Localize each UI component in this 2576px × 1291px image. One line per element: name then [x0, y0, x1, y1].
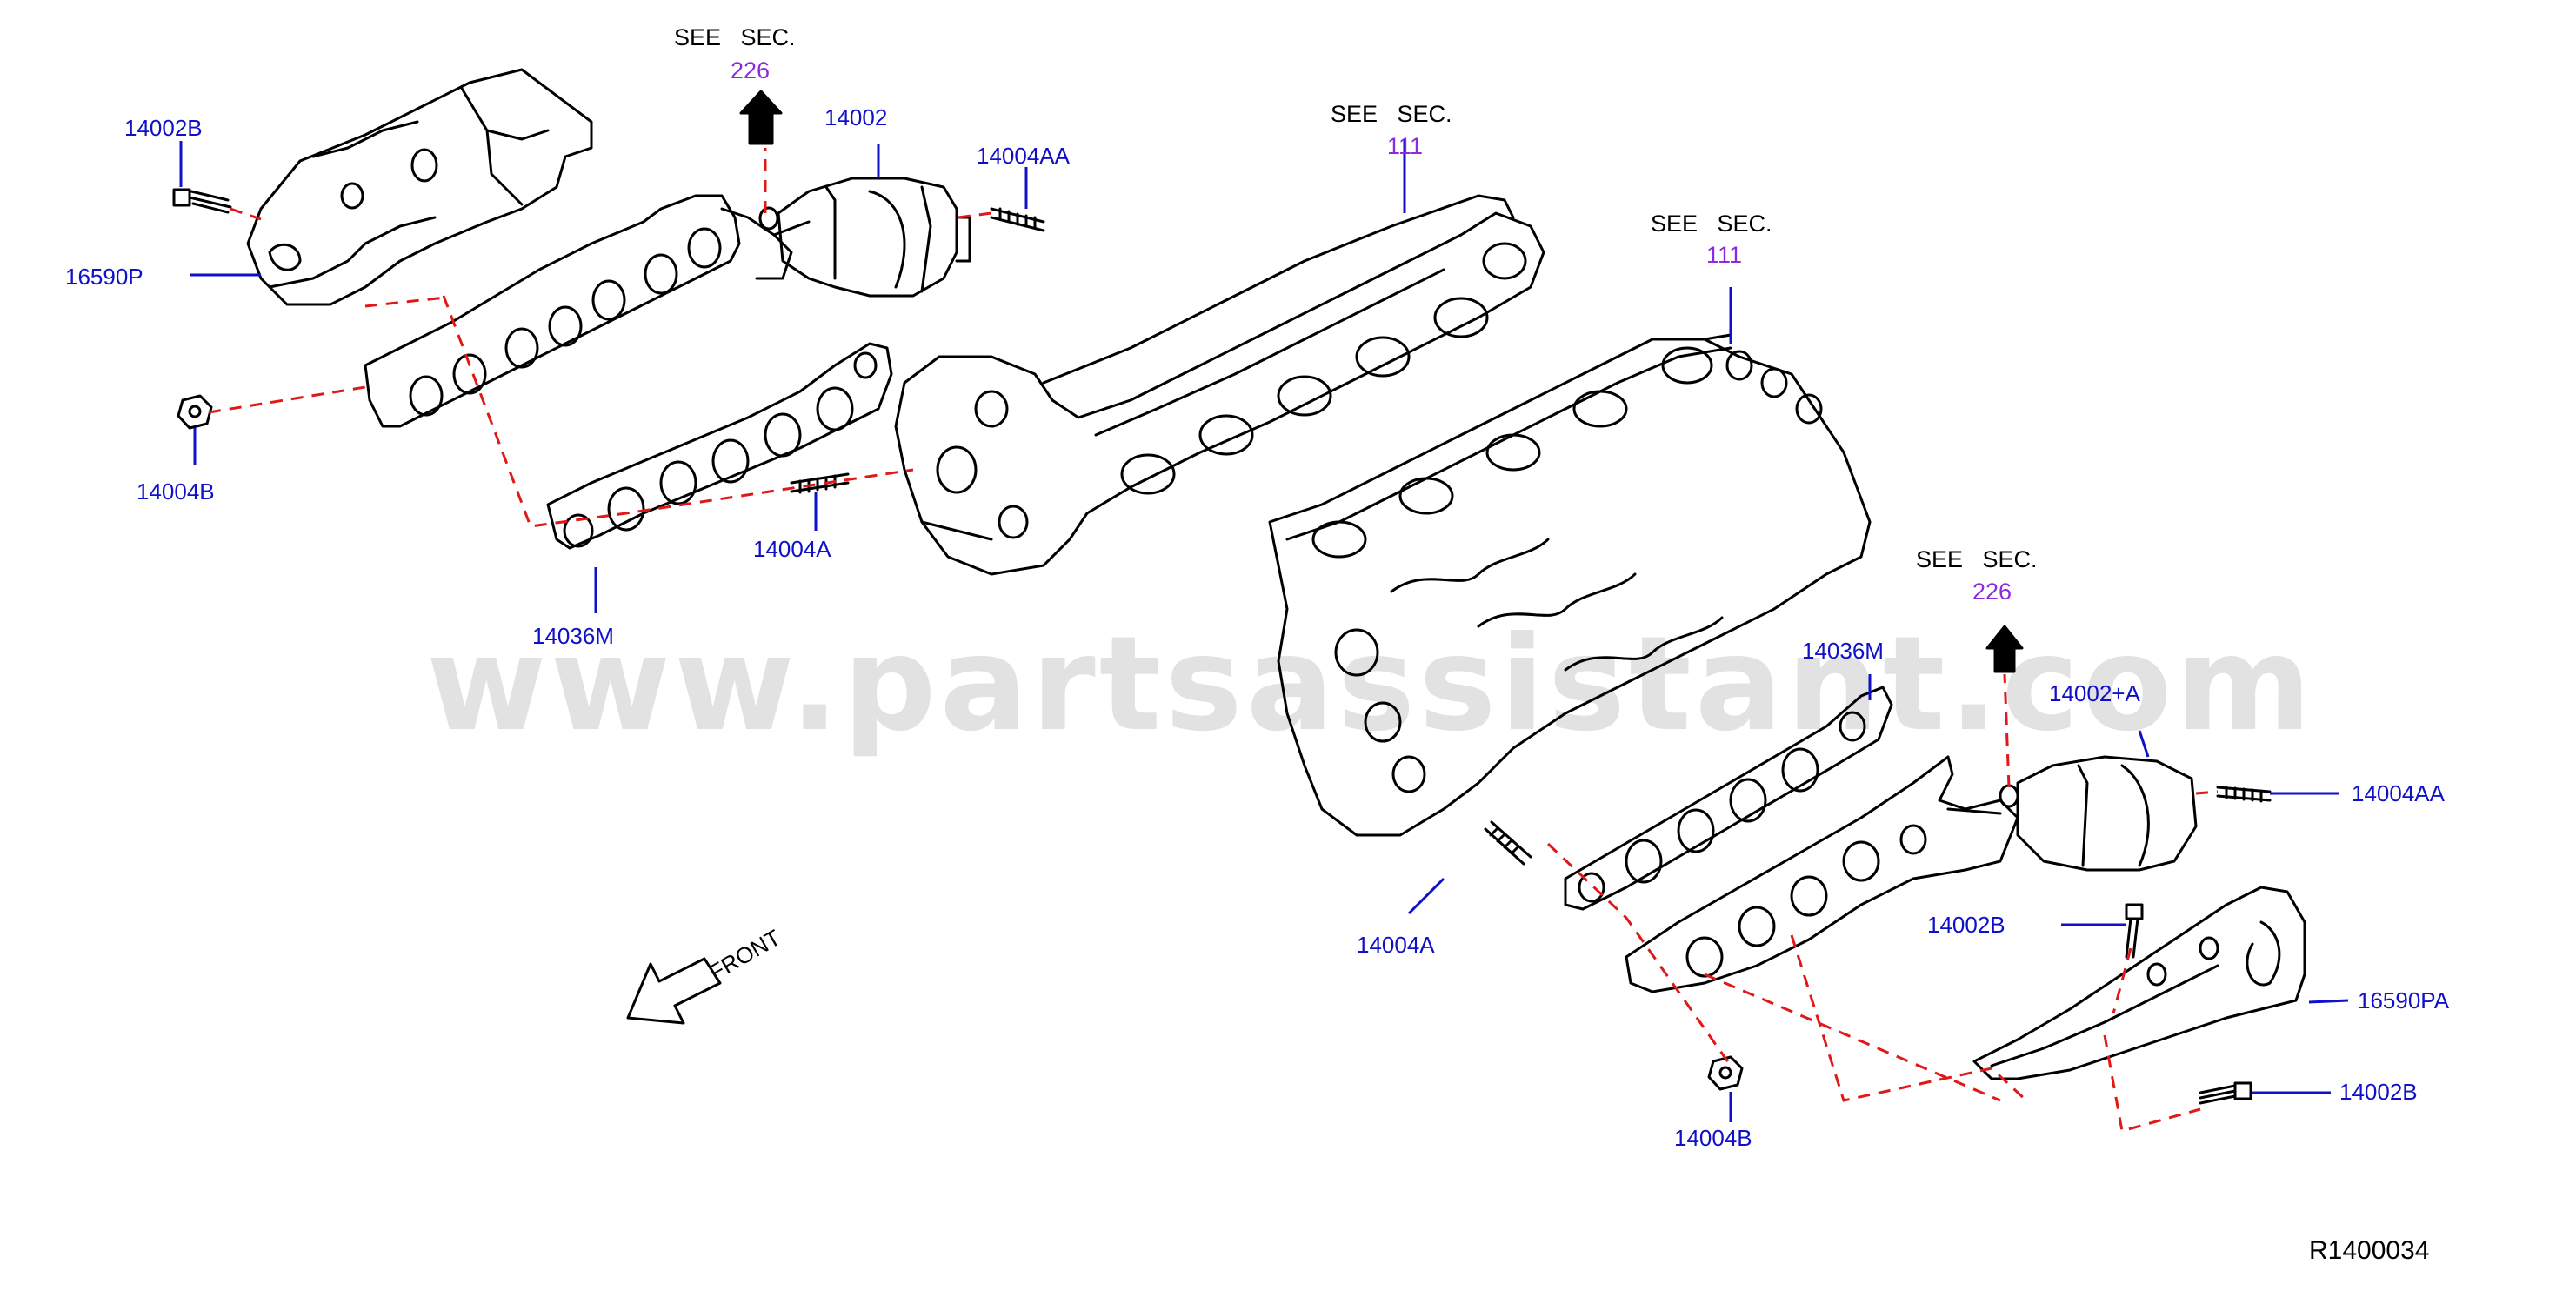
- right-heat-insulator: [1972, 886, 2306, 1080]
- svg-text:SEE SEC.: SEE SEC.: [1651, 211, 1772, 237]
- right-bolt-14002B-lower: [2199, 1081, 2252, 1105]
- left-stud-14004AA: [990, 207, 1045, 232]
- label-leader-lines: [179, 139, 2349, 1122]
- label-14036M-right[interactable]: 14036M: [1802, 638, 1884, 664]
- sec-226-top-ref[interactable]: 226: [731, 57, 770, 84]
- left-exhaust-manifold: [364, 194, 811, 428]
- part-labels: 14002B 16590P 14004B 14002 14004AA 14004…: [65, 104, 2450, 1151]
- see-sec-111-upper[interactable]: SEE SEC. 111: [1331, 101, 1452, 159]
- right-bolt-14002B-mid: [2125, 903, 2144, 959]
- line-art: [172, 68, 2306, 1105]
- label-14002A[interactable]: 14002+A: [2049, 680, 2140, 706]
- see-sec-226-arrow-right: [1985, 625, 2024, 673]
- right-nut-14004B: [1707, 1055, 1744, 1091]
- right-stud-14004A: [1484, 820, 1532, 866]
- diagram-id: R1400034: [2309, 1236, 2429, 1265]
- see-sec-226-right[interactable]: SEE SEC. 226: [1916, 546, 2038, 605]
- see-sec-111-lower[interactable]: SEE SEC. 111: [1651, 211, 1772, 268]
- label-14002B-mid[interactable]: 14002B: [1927, 912, 2005, 938]
- svg-text:SEE SEC.: SEE SEC.: [1331, 101, 1452, 127]
- label-14004A-right[interactable]: 14004A: [1357, 932, 1435, 958]
- left-heat-insulator: [246, 68, 593, 306]
- right-manifold-gasket: [1564, 686, 1893, 911]
- label-14004B-left[interactable]: 14004B: [137, 478, 215, 505]
- label-14002[interactable]: 14002: [824, 104, 887, 130]
- see-sec-226-arrow-top: [739, 90, 783, 145]
- svg-text:SEE SEC.: SEE SEC.: [674, 24, 796, 50]
- right-stud-14004AA: [2216, 786, 2272, 803]
- front-label: FRONT: [704, 924, 785, 986]
- dashed-leader-lines: [208, 148, 2219, 1133]
- label-14002B-left[interactable]: 14002B: [124, 115, 203, 141]
- label-14004AA-right[interactable]: 14004AA: [2352, 780, 2446, 806]
- watermark: www.partsassistant.com: [426, 609, 2315, 760]
- front-arrow: [626, 957, 722, 1025]
- left-nut-14004B: [177, 394, 213, 430]
- left-cylinder-head: [894, 194, 1545, 576]
- see-sec-226-top[interactable]: SEE SEC. 226: [674, 24, 796, 84]
- sec-226-right-ref[interactable]: 226: [1972, 579, 2012, 605]
- left-manifold-gasket: [546, 342, 893, 550]
- label-16590PA[interactable]: 16590PA: [2358, 987, 2450, 1013]
- sec-111-upper-ref[interactable]: 111: [1387, 133, 1423, 159]
- sec-111-lower-ref[interactable]: 111: [1706, 242, 1742, 268]
- left-catalytic-converter: [758, 177, 971, 298]
- right-catalytic-converter: [1999, 755, 2198, 872]
- left-bolt-14002B: [172, 188, 232, 214]
- right-exhaust-manifold: [1625, 755, 2019, 993]
- label-14004A-left[interactable]: 14004A: [753, 536, 831, 562]
- label-14002B-right[interactable]: 14002B: [2339, 1079, 2418, 1105]
- label-16590P[interactable]: 16590P: [65, 264, 143, 290]
- label-14036M-left[interactable]: 14036M: [532, 623, 614, 649]
- label-14004B-right[interactable]: 14004B: [1674, 1125, 1752, 1151]
- svg-text:SEE SEC.: SEE SEC.: [1916, 546, 2038, 572]
- right-cylinder-head: [1268, 333, 1872, 837]
- label-14004AA-left[interactable]: 14004AA: [977, 143, 1071, 169]
- left-stud-14004A: [790, 472, 850, 494]
